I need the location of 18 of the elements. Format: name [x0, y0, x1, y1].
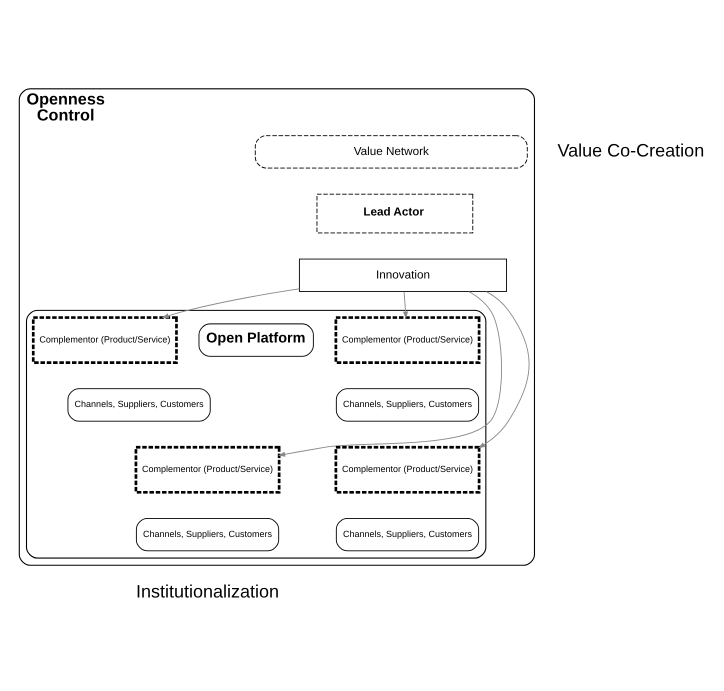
node-box: Complementor (Product/Service)	[334, 316, 480, 364]
node-box: Complementor (Product/Service)	[334, 446, 480, 494]
node-box: Open Platform	[198, 323, 314, 357]
node-box: Complementor (Product/Service)	[32, 316, 178, 364]
arrow	[478, 291, 530, 448]
node-box: Channels, Suppliers, Customers	[336, 388, 480, 422]
label: Value Co-Creation	[557, 140, 704, 160]
arrow	[278, 291, 502, 457]
node-box: Channels, Suppliers, Customers	[136, 518, 280, 552]
node-box: Lead Actor	[316, 194, 474, 234]
arrow	[162, 288, 300, 318]
node-box: Innovation	[298, 258, 507, 292]
node-box: Complementor (Product/Service)	[134, 446, 280, 494]
node-box: Channels, Suppliers, Customers	[67, 388, 211, 422]
label: Institutionalization	[136, 582, 280, 602]
arrow	[403, 291, 408, 319]
node-box: Channels, Suppliers, Customers	[336, 518, 480, 552]
node-box: Value Network	[254, 135, 528, 169]
